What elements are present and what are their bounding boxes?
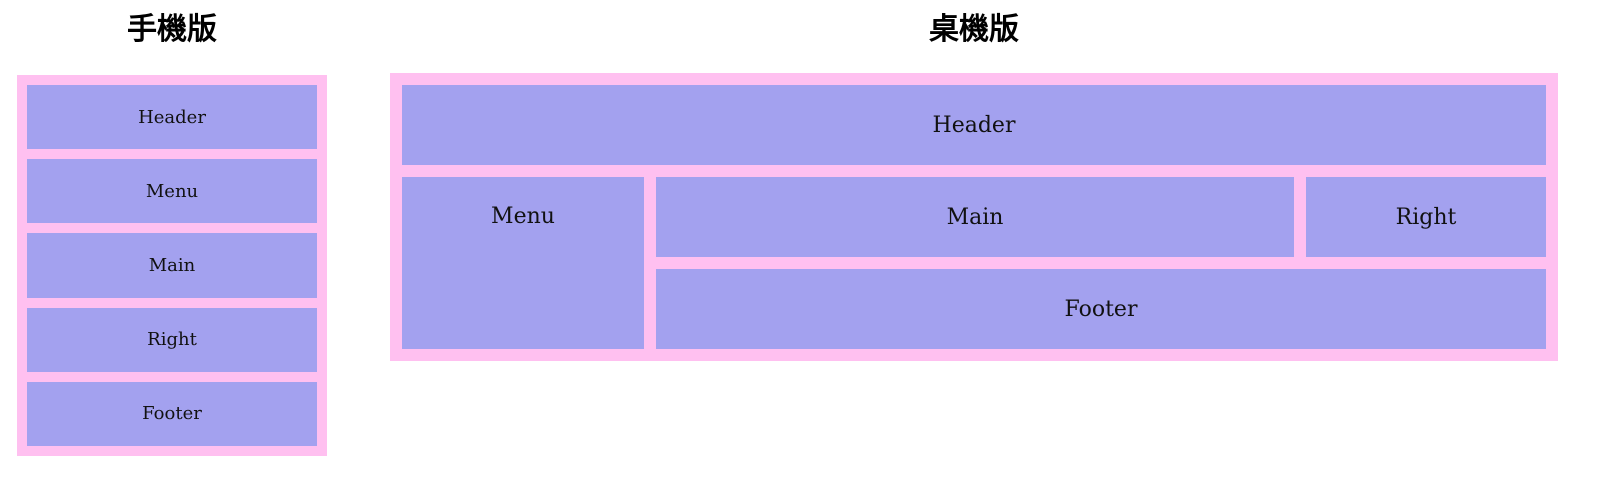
mobile-footer-block: Footer [27, 381, 317, 446]
desktop-right-block: Right [1306, 177, 1546, 257]
desktop-footer-block: Footer [656, 269, 1546, 349]
mobile-layout-frame: Header Menu Main Right Footer [17, 75, 327, 456]
desktop-menu-block: Menu [402, 177, 644, 349]
mobile-menu-block: Menu [27, 159, 317, 224]
desktop-header-block: Header [402, 85, 1546, 165]
desktop-main-block: Main [656, 177, 1294, 257]
mobile-title: 手機版 [127, 12, 217, 47]
mobile-right-block: Right [27, 307, 317, 372]
mobile-main-block: Main [27, 233, 317, 298]
desktop-layout-frame: Header Menu Main Right Footer [390, 73, 1558, 361]
mobile-header-block: Header [27, 85, 317, 150]
desktop-title: 桌機版 [929, 12, 1019, 47]
